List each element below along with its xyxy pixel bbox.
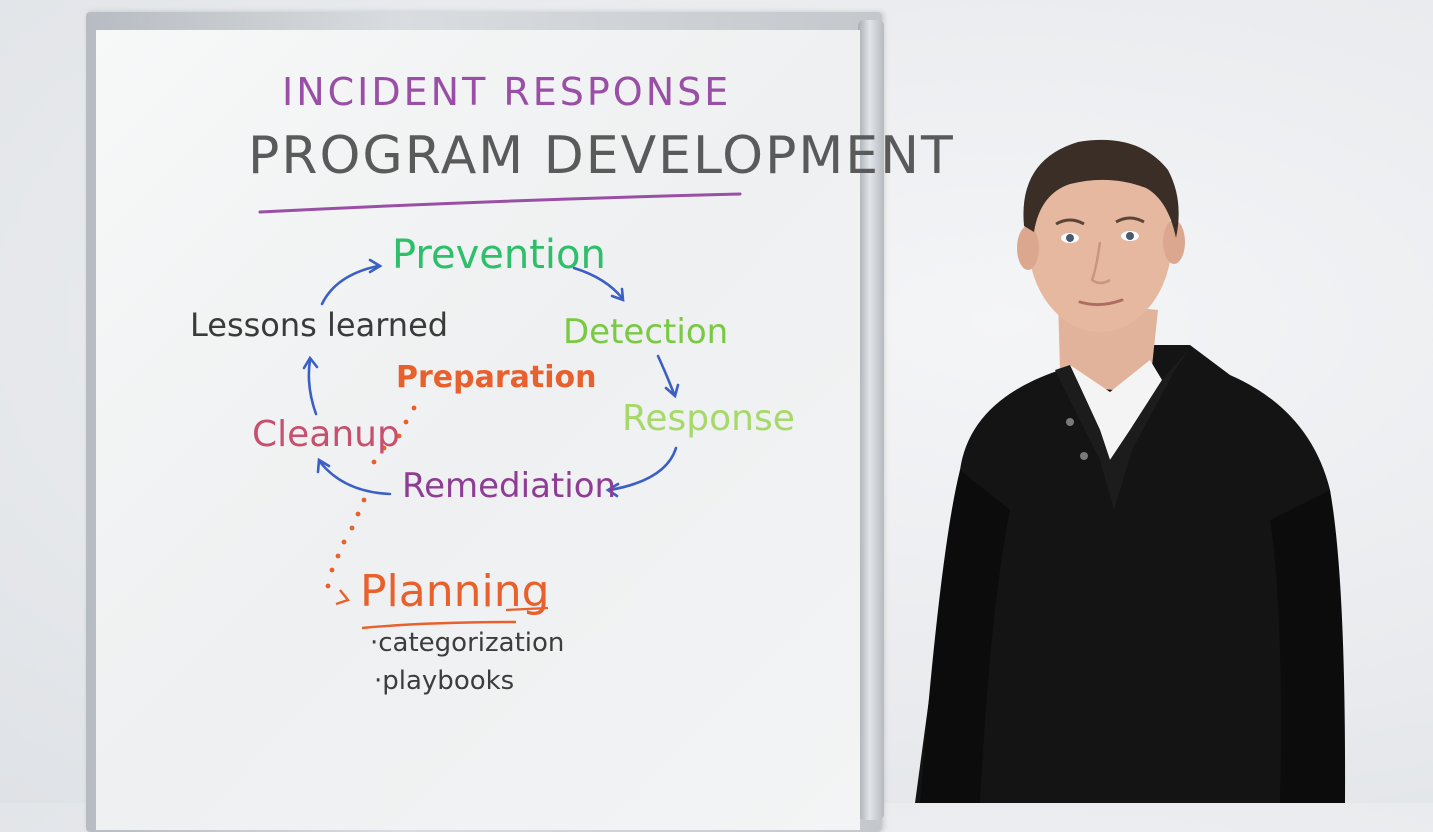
arrow-cleanup-to-lessons xyxy=(307,358,318,416)
arrow-response-to-remediation xyxy=(608,446,678,492)
cycle-step-lessons-learned: Lessons learned xyxy=(190,306,449,344)
title-program-development: PROGRAM DEVELOPMENT xyxy=(248,126,955,186)
center-preparation: Preparation xyxy=(396,360,597,395)
arrow-remediation-to-cleanup xyxy=(318,460,392,496)
face xyxy=(1028,148,1172,332)
planning-arrowhead xyxy=(335,589,351,606)
planning-bullet-categorization: ·categorization xyxy=(370,628,565,658)
cycle-arrows xyxy=(302,258,680,498)
cycle-step-detection: Detection xyxy=(563,312,729,352)
whiteboard-surface xyxy=(96,30,860,830)
planning-heading: Planning xyxy=(360,566,550,617)
planning-underline xyxy=(361,620,517,630)
cycle-step-prevention: Prevention xyxy=(392,232,606,278)
dotted-connectors xyxy=(325,405,417,589)
title-incident-response: INCIDENT RESPONSE xyxy=(282,70,732,114)
arrow-prevention-to-detection xyxy=(572,266,624,300)
presenter-person xyxy=(915,139,1346,803)
whiteboard-drawing xyxy=(258,192,742,630)
black-sweater xyxy=(915,345,1345,803)
planning-bullet-playbooks: ·playbooks xyxy=(374,666,515,696)
cycle-step-remediation: Remediation xyxy=(402,466,617,506)
arrow-lessons-to-prevention xyxy=(320,264,380,306)
cycle-step-response: Response xyxy=(622,398,795,439)
whiteboard-stand-post xyxy=(858,20,884,820)
scene: INCIDENT RESPONSE PROGRAM DEVELOPMENT Pr… xyxy=(86,12,1346,832)
arrow-detection-to-response xyxy=(656,354,676,396)
white-shirt-collar xyxy=(1070,360,1162,460)
hair xyxy=(1023,139,1179,238)
cycle-step-cleanup: Cleanup xyxy=(252,414,400,455)
title-underline xyxy=(258,192,742,214)
